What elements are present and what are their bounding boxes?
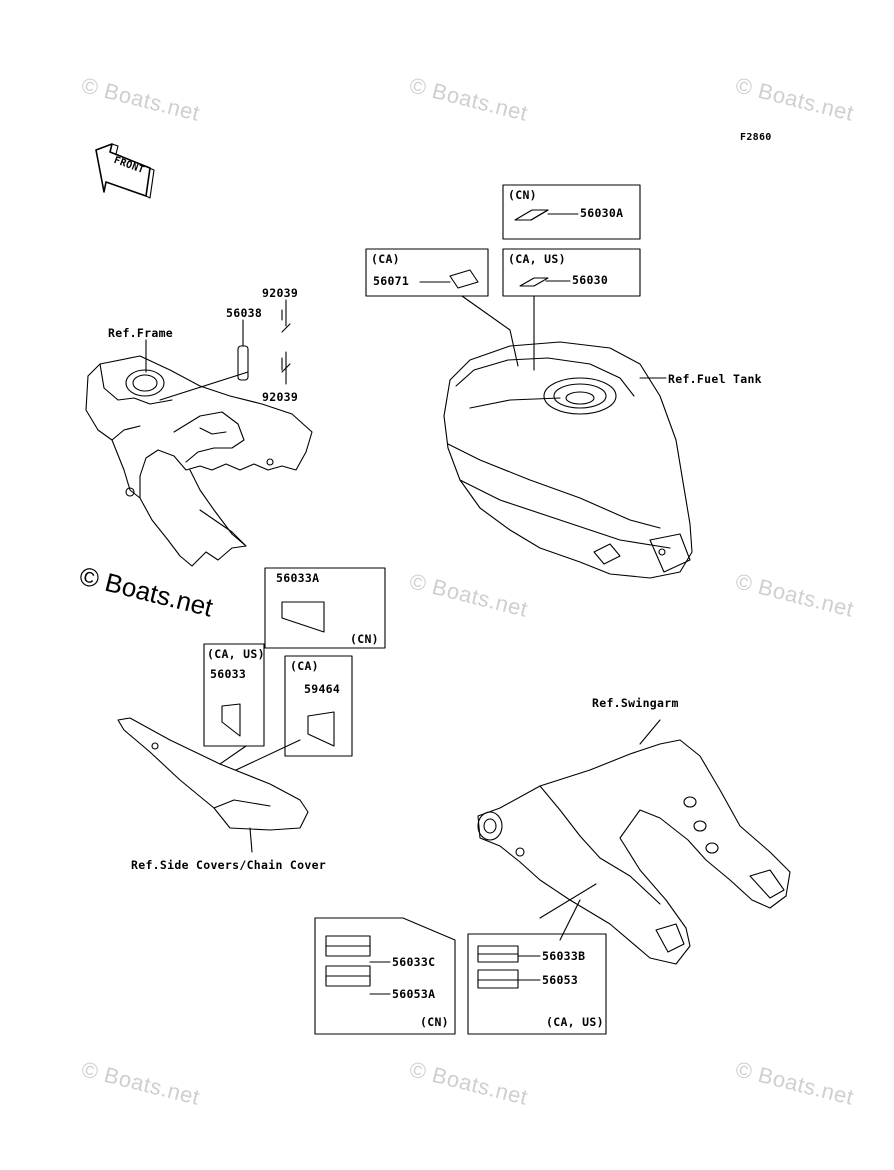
frame-drawing: [85, 355, 313, 567]
ref-swingarm-label: Ref.Swingarm: [592, 696, 679, 710]
region-ca-top: (CA): [371, 252, 400, 266]
region-ca-mid: (CA): [290, 659, 319, 673]
side-cover-drawing: [117, 717, 309, 853]
part-56033b-label: 56033B: [542, 949, 586, 963]
part-56053a-label: 56053A: [392, 987, 436, 1001]
region-ca-us-mid: (CA, US): [207, 647, 265, 661]
sticker-56053a-icon: [325, 965, 371, 987]
part-56071-label: 56071: [373, 274, 410, 288]
part-56033c-label: 56033C: [392, 955, 436, 969]
part-56030-label: 56030: [572, 273, 609, 287]
region-cn-top: (CN): [508, 188, 537, 202]
sticker-56030a-icon: [514, 209, 549, 221]
part-92039-top-label: 92039: [262, 286, 299, 300]
front-arrow-icon: [95, 143, 155, 199]
ref-frame-label: Ref.Frame: [108, 326, 174, 340]
sticker-56033c-icon: [325, 935, 371, 957]
part-56033a-label: 56033A: [276, 571, 320, 585]
fuel-tank-drawing: [443, 341, 693, 579]
part-92039-bottom-label: 92039: [262, 390, 299, 404]
part-56030a-label: 56030A: [580, 206, 624, 220]
region-ca-us-top: (CA, US): [508, 252, 566, 266]
diagram-code: F2860: [740, 132, 772, 143]
ref-fuel-tank-label: Ref.Fuel Tank: [668, 372, 762, 386]
region-cn-bottom: (CN): [420, 1015, 449, 1029]
part-56033-label: 56033: [210, 667, 247, 681]
region-cn-mid: (CN): [350, 632, 379, 646]
ref-side-covers-label: Ref.Side Covers/Chain Cover: [131, 858, 327, 872]
region-ca-us-bottom: (CA, US): [546, 1015, 604, 1029]
swingarm-drawing: [477, 719, 791, 965]
part-59464-label: 59464: [304, 682, 341, 696]
part-56038-label: 56038: [226, 306, 263, 320]
sticker-56033b-icon: [477, 945, 519, 963]
sticker-56053-icon: [477, 969, 519, 989]
part-56053-label: 56053: [542, 973, 579, 987]
